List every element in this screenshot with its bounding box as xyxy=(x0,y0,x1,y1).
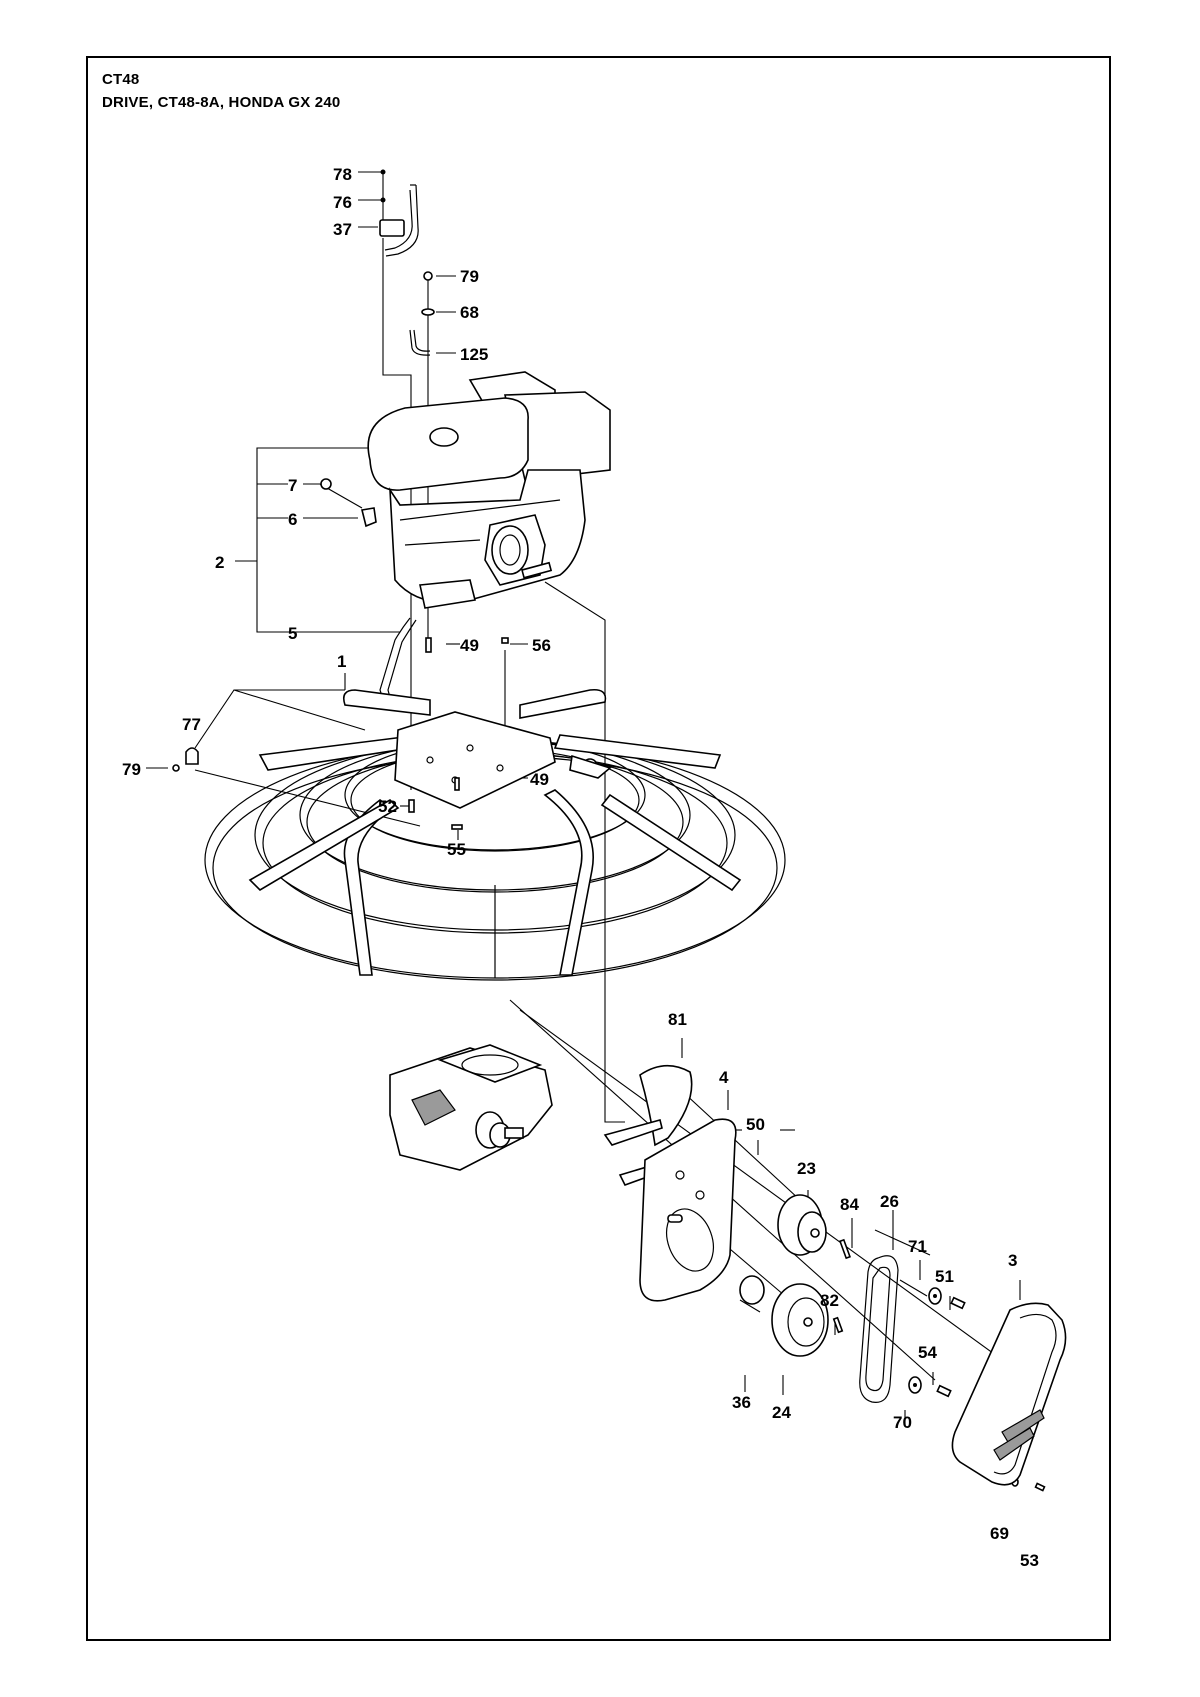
callout-68: 68 xyxy=(460,303,479,322)
part-pulleys xyxy=(739,1194,851,1357)
callout-5: 5 xyxy=(288,624,297,643)
callout-51: 51 xyxy=(935,1267,954,1286)
diagram-frame xyxy=(86,56,1111,1641)
callout-79-left: 79 xyxy=(122,760,141,779)
diagram-model: CT48 xyxy=(102,71,140,88)
callout-77: 77 xyxy=(182,715,201,734)
callout-82: 82 xyxy=(820,1291,839,1310)
part-small-hardware xyxy=(320,478,417,706)
callout-7: 7 xyxy=(288,476,297,495)
callout-81: 81 xyxy=(668,1010,687,1029)
callout-52: 52 xyxy=(378,797,397,816)
callout-6: 6 xyxy=(288,510,297,529)
callout-2: 2 xyxy=(215,553,224,572)
callout-37: 37 xyxy=(333,220,352,239)
part-switch-assembly xyxy=(379,169,419,257)
part-26-belt xyxy=(859,1255,899,1403)
callout-70: 70 xyxy=(893,1413,912,1432)
callout-53: 53 xyxy=(1020,1551,1039,1570)
callout-79-top: 79 xyxy=(460,267,479,286)
part-throttle-fittings xyxy=(409,271,435,356)
callout-56: 56 xyxy=(532,636,551,655)
callout-3: 3 xyxy=(1008,1251,1017,1270)
callout-50: 50 xyxy=(746,1115,765,1134)
part-engine xyxy=(367,371,611,609)
callout-49-mid: 49 xyxy=(530,770,549,789)
callout-71: 71 xyxy=(908,1237,927,1256)
part-3-cover xyxy=(951,1302,1067,1486)
callout-49-top: 49 xyxy=(460,636,479,655)
callout-26: 26 xyxy=(880,1192,899,1211)
callout-125: 125 xyxy=(460,345,488,364)
callout-4: 4 xyxy=(719,1068,729,1087)
callout-54: 54 xyxy=(918,1343,937,1362)
leader-lines xyxy=(146,171,1031,1425)
callout-76: 76 xyxy=(333,193,352,212)
part-4-plate xyxy=(639,1118,737,1302)
callout-36: 36 xyxy=(732,1393,751,1412)
callout-23: 23 xyxy=(797,1159,816,1178)
part-gearbox xyxy=(389,1044,553,1171)
callout-24: 24 xyxy=(772,1403,791,1422)
callout-69: 69 xyxy=(990,1524,1009,1543)
callout-1: 1 xyxy=(337,652,346,671)
diagram-subtitle: DRIVE, CT48-8A, HONDA GX 240 xyxy=(102,94,341,111)
part-trowel-ring xyxy=(172,637,786,981)
callout-78: 78 xyxy=(333,165,352,184)
callout-84: 84 xyxy=(840,1195,859,1214)
callout-labels: 78 76 37 79 68 125 7 6 2 5 49 56 1 77 79… xyxy=(122,165,1039,1570)
callout-55: 55 xyxy=(447,840,466,859)
